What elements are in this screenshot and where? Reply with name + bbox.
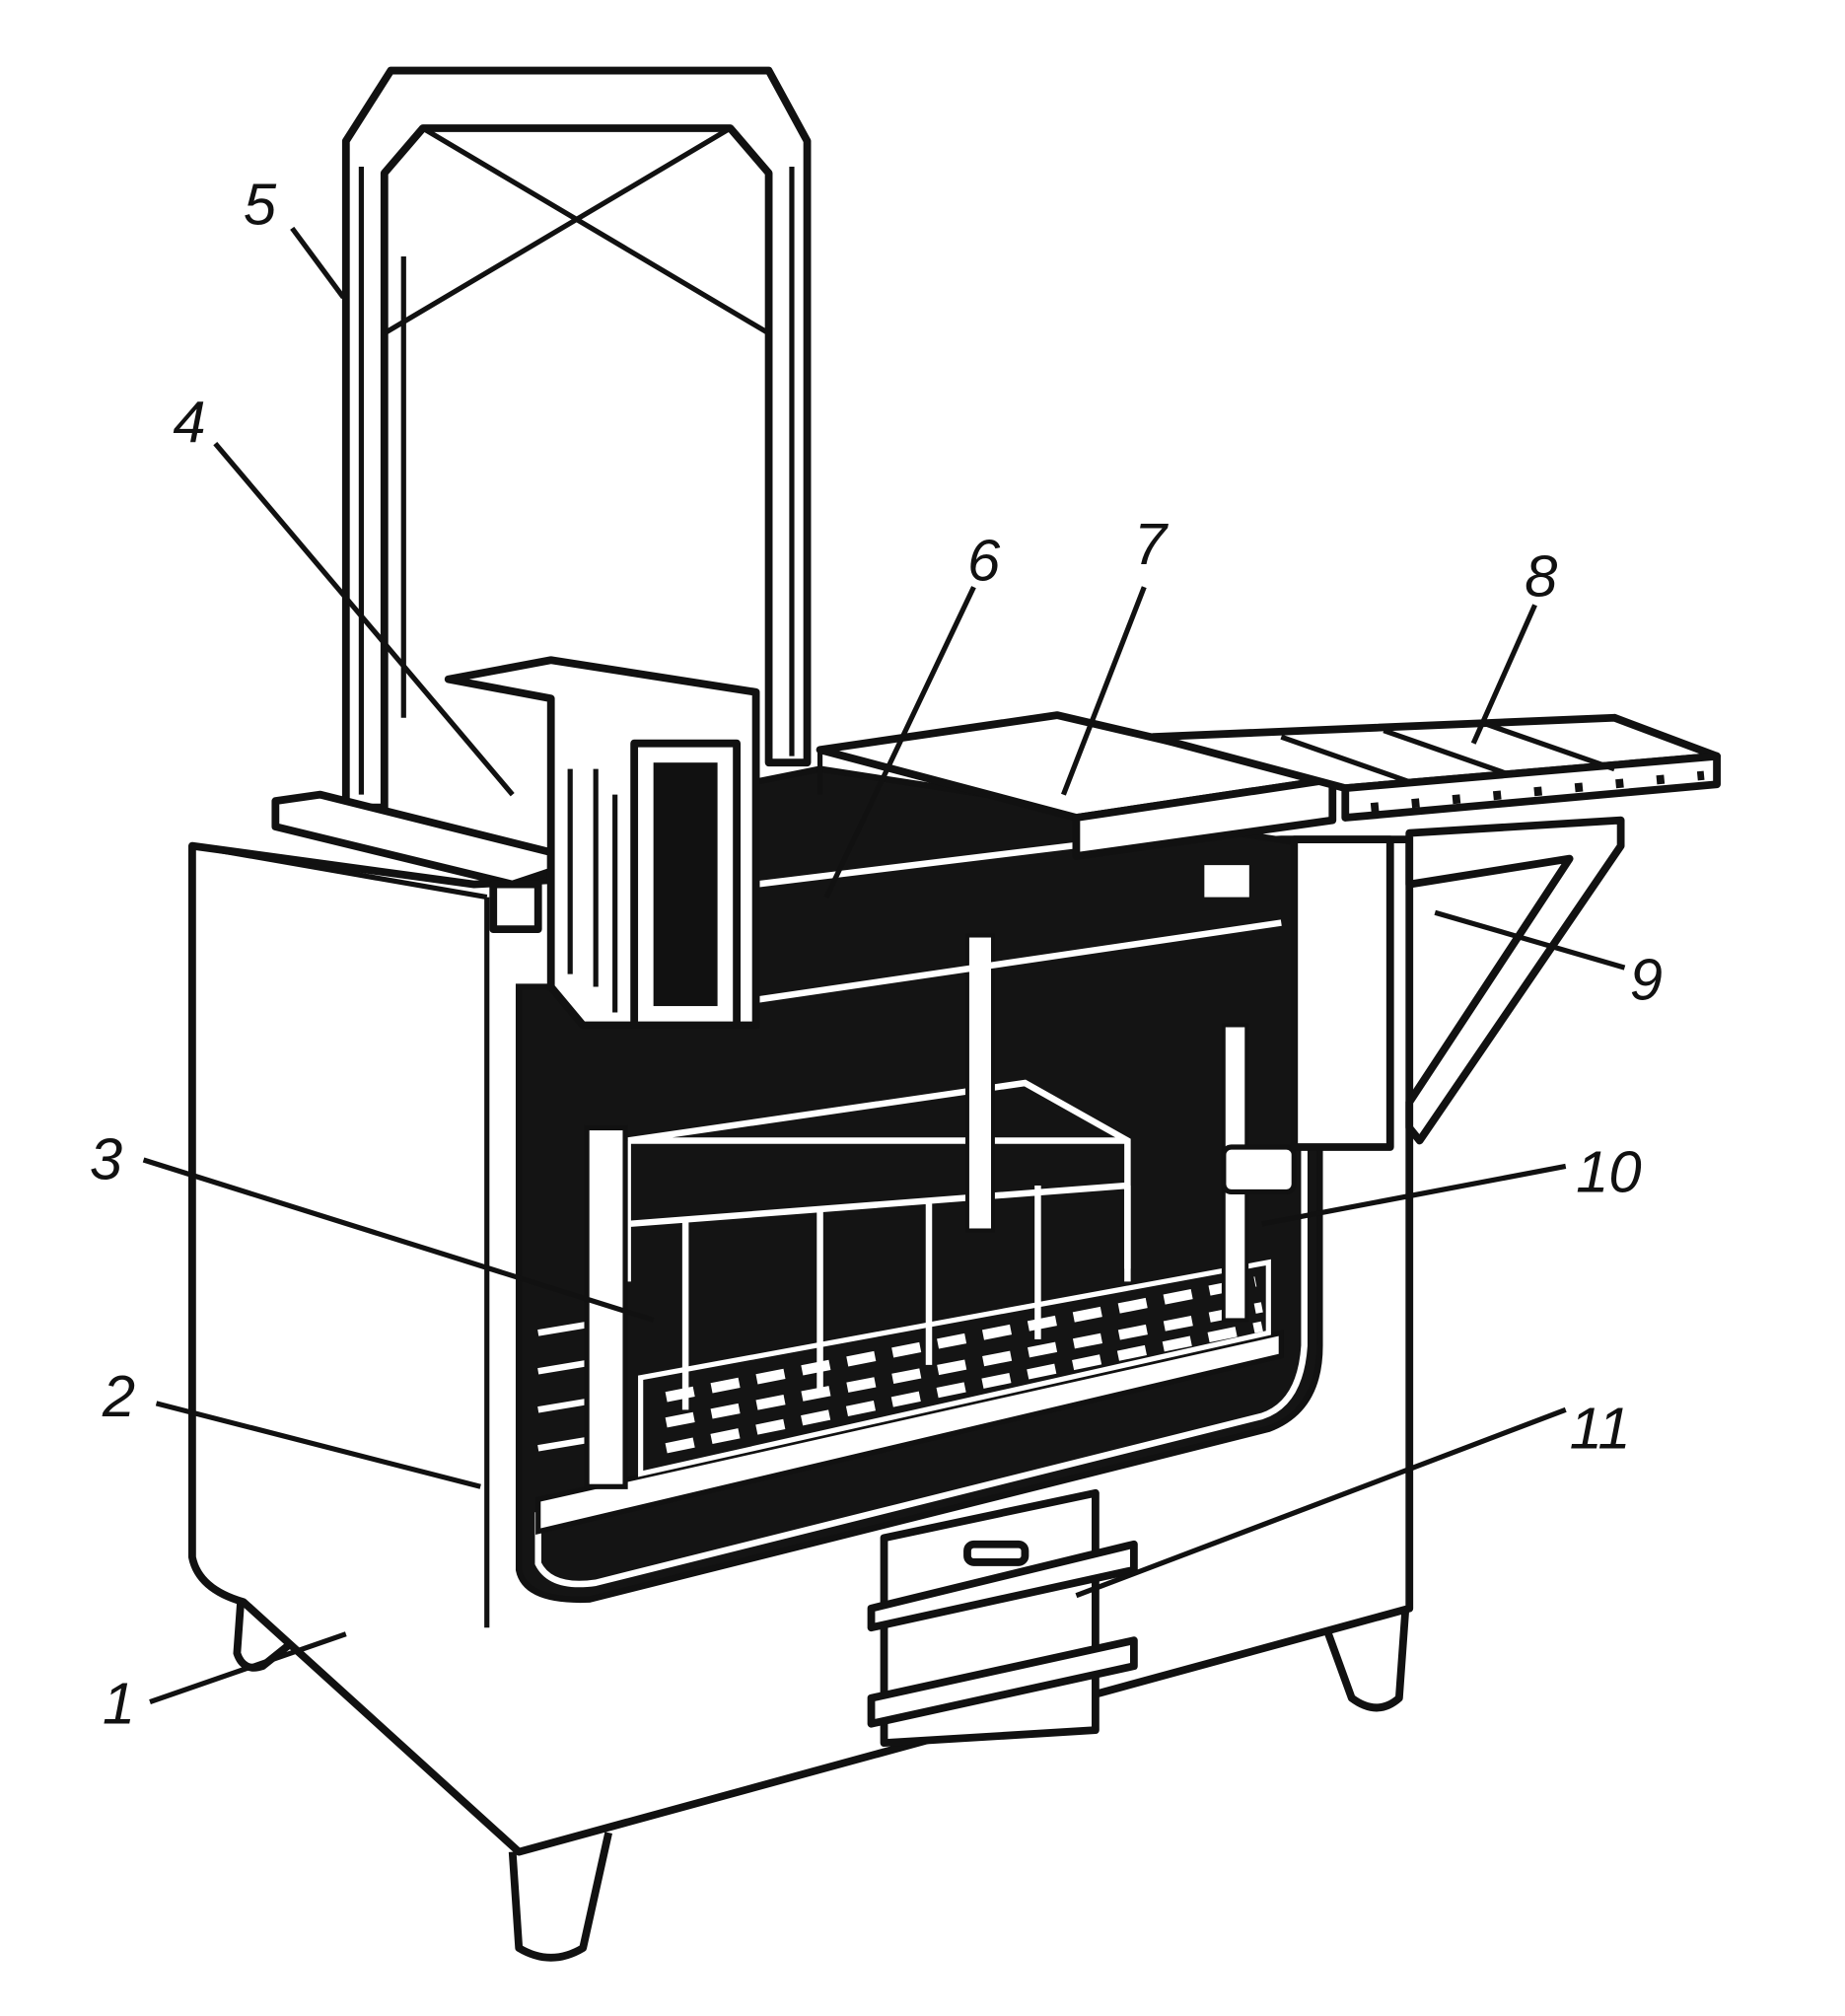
right-column	[1290, 835, 1394, 1151]
legs	[233, 1599, 1410, 1962]
label-6: 6	[967, 528, 1001, 594]
tank-inner-wall	[534, 858, 1308, 1588]
leader-lines	[142, 226, 1626, 1705]
label-7: 7	[1134, 511, 1170, 577]
label-1: 1	[103, 1671, 135, 1737]
label-5: 5	[244, 171, 277, 237]
sensor-box	[1204, 865, 1249, 898]
valve	[1221, 1144, 1297, 1195]
grid-floor	[535, 1259, 1284, 1536]
center-pipe	[965, 933, 995, 1233]
drain-drawer	[867, 1488, 1138, 1748]
label-11: 11	[1570, 1395, 1631, 1461]
label-10: 10	[1576, 1138, 1641, 1204]
label-4: 4	[173, 389, 205, 455]
bracket	[1405, 816, 1625, 1145]
hoist-carriage	[271, 656, 760, 1030]
label-9: 9	[1630, 947, 1663, 1013]
label-2: 2	[102, 1363, 135, 1429]
shelf	[1149, 713, 1721, 822]
label-3: 3	[90, 1125, 122, 1191]
body-top-edge	[191, 843, 488, 900]
label-8: 8	[1525, 542, 1557, 609]
